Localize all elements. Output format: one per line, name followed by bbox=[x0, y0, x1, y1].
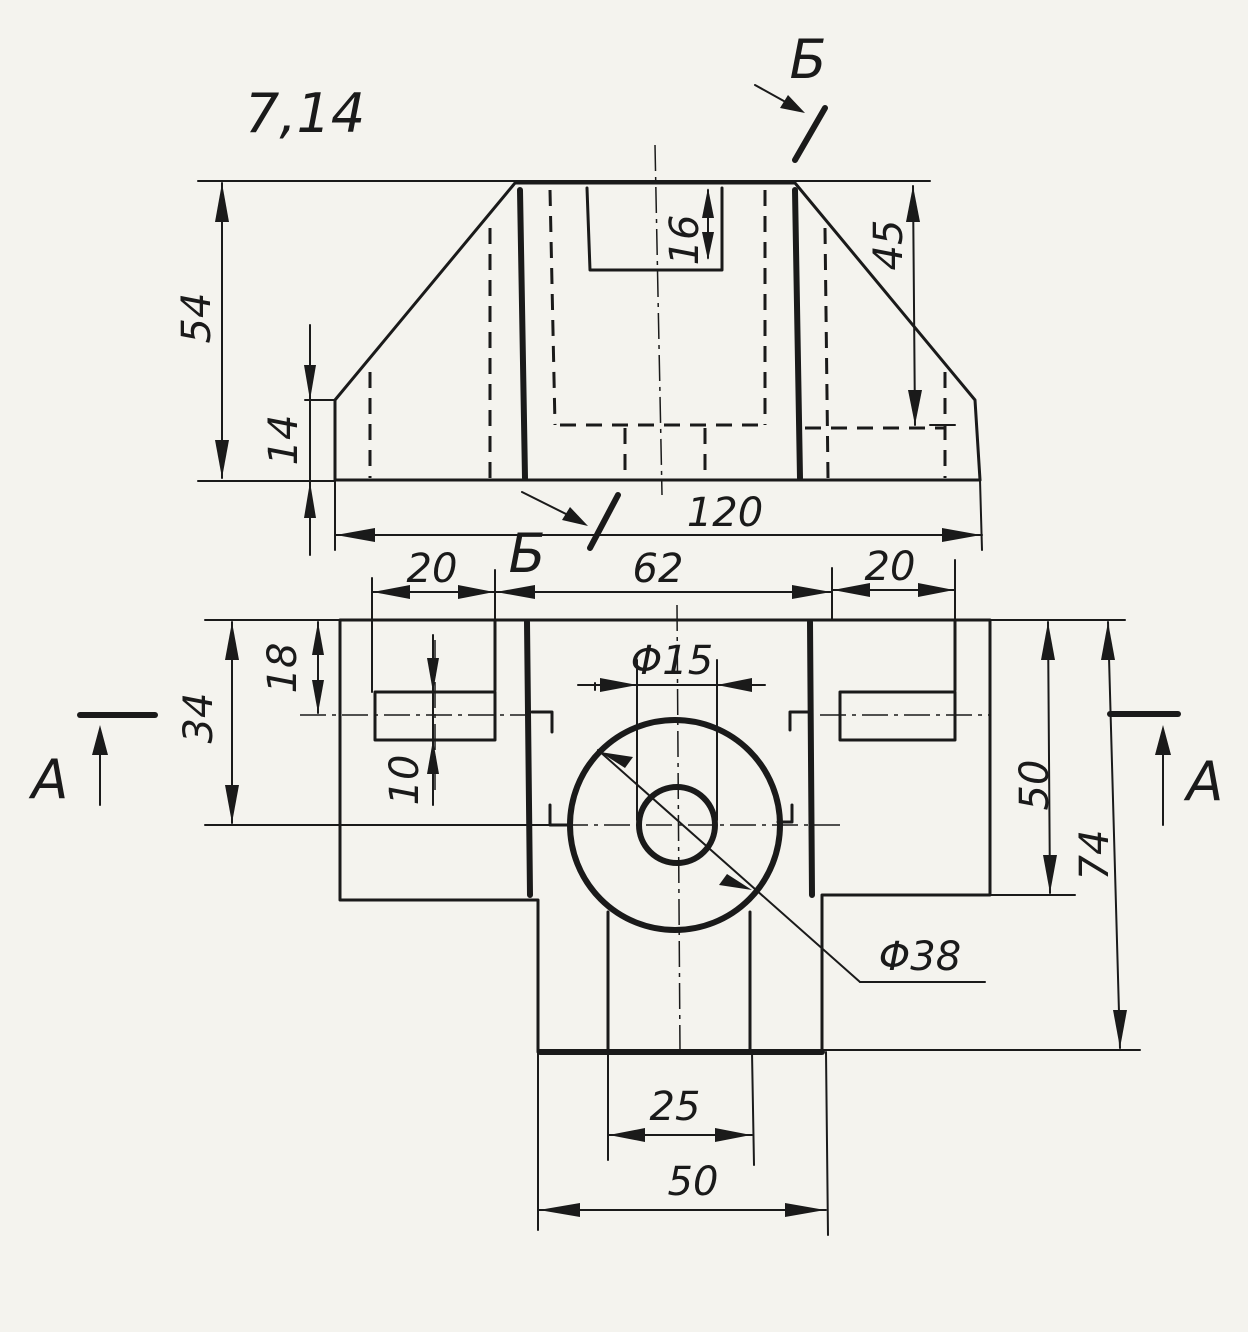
dim-25: 25 bbox=[607, 1084, 753, 1142]
top-view-left-wall bbox=[524, 619, 533, 898]
dim-10-label: 10 bbox=[382, 755, 428, 806]
dim-45: 45 bbox=[866, 185, 922, 426]
top-view-step-right-upper bbox=[788, 710, 810, 732]
dim-18: 18 bbox=[260, 621, 324, 714]
dim-16: 16 bbox=[662, 188, 714, 265]
dim-50-right-label: 50 bbox=[1012, 760, 1058, 811]
dim-20-right-label: 20 bbox=[865, 544, 916, 590]
circle-vertical-center bbox=[676, 604, 681, 1053]
dim-d38-label: Φ38 bbox=[879, 934, 961, 980]
dim-d15-label: Φ15 bbox=[631, 638, 713, 684]
ext-25-right bbox=[751, 1051, 755, 1166]
top-view-step-left-upper bbox=[530, 710, 554, 734]
dim-14: 14 bbox=[261, 324, 316, 556]
section-a-right-label: А bbox=[1184, 750, 1224, 813]
front-view-center-line bbox=[654, 144, 663, 496]
top-view-step-left-lower bbox=[548, 803, 570, 827]
dim-25-label: 25 bbox=[650, 1084, 701, 1130]
top-view: 20 62 20 18 34 bbox=[29, 544, 1224, 1236]
dim-18-label: 18 bbox=[260, 643, 306, 694]
dim-120: 120 bbox=[334, 490, 983, 542]
front-view-right-inner-wall bbox=[792, 187, 803, 481]
figure-number: 7,14 bbox=[245, 82, 365, 145]
section-a-left-label: А bbox=[29, 748, 69, 811]
dim-45-label: 45 bbox=[866, 220, 912, 271]
front-view-hidden-lines bbox=[368, 189, 947, 479]
extension-line-120-right bbox=[979, 479, 983, 551]
dim-20-left: 20 bbox=[371, 546, 496, 599]
dim-34: 34 bbox=[176, 621, 239, 824]
dim-14-label: 14 bbox=[261, 415, 307, 466]
dim-54-label: 54 bbox=[174, 293, 220, 344]
dim-50-right: 50 bbox=[1012, 621, 1058, 894]
section-b-top-label: Б bbox=[789, 28, 826, 91]
front-view-top-slot bbox=[585, 186, 724, 272]
dim-74: 74 bbox=[1072, 621, 1127, 1049]
section-b-bottom-label: Б bbox=[508, 522, 545, 585]
front-view-left-inner-wall bbox=[517, 187, 528, 481]
dim-54: 54 bbox=[174, 182, 229, 479]
dim-120-label: 120 bbox=[687, 490, 763, 536]
dim-16-label: 16 bbox=[662, 215, 708, 266]
top-view-right-hole bbox=[838, 690, 957, 742]
dim-10: 10 bbox=[382, 634, 439, 806]
dim-d38: Φ38 bbox=[597, 749, 986, 983]
section-b-bottom-marker: Б bbox=[508, 491, 621, 585]
top-view-right-wall bbox=[807, 619, 815, 898]
section-b-top-marker: Б bbox=[754, 28, 828, 163]
dim-d15: Φ15 bbox=[577, 638, 766, 692]
section-a-right-marker: А bbox=[1107, 711, 1224, 826]
dim-20-right: 20 bbox=[831, 544, 956, 597]
dim-62-label: 62 bbox=[633, 546, 684, 592]
dim-20-left-label: 20 bbox=[407, 546, 458, 592]
section-a-left-marker: А bbox=[29, 712, 158, 811]
dim-50-bottom-label: 50 bbox=[668, 1159, 719, 1205]
ext-50-bot-right bbox=[825, 1051, 829, 1236]
dim-34-label: 34 bbox=[176, 693, 222, 744]
dim-74-label: 74 bbox=[1072, 830, 1118, 881]
front-view: 54 14 16 45 120 bbox=[174, 28, 983, 585]
dim-62: 62 bbox=[494, 546, 833, 599]
dim-50-bottom: 50 bbox=[537, 1159, 827, 1217]
